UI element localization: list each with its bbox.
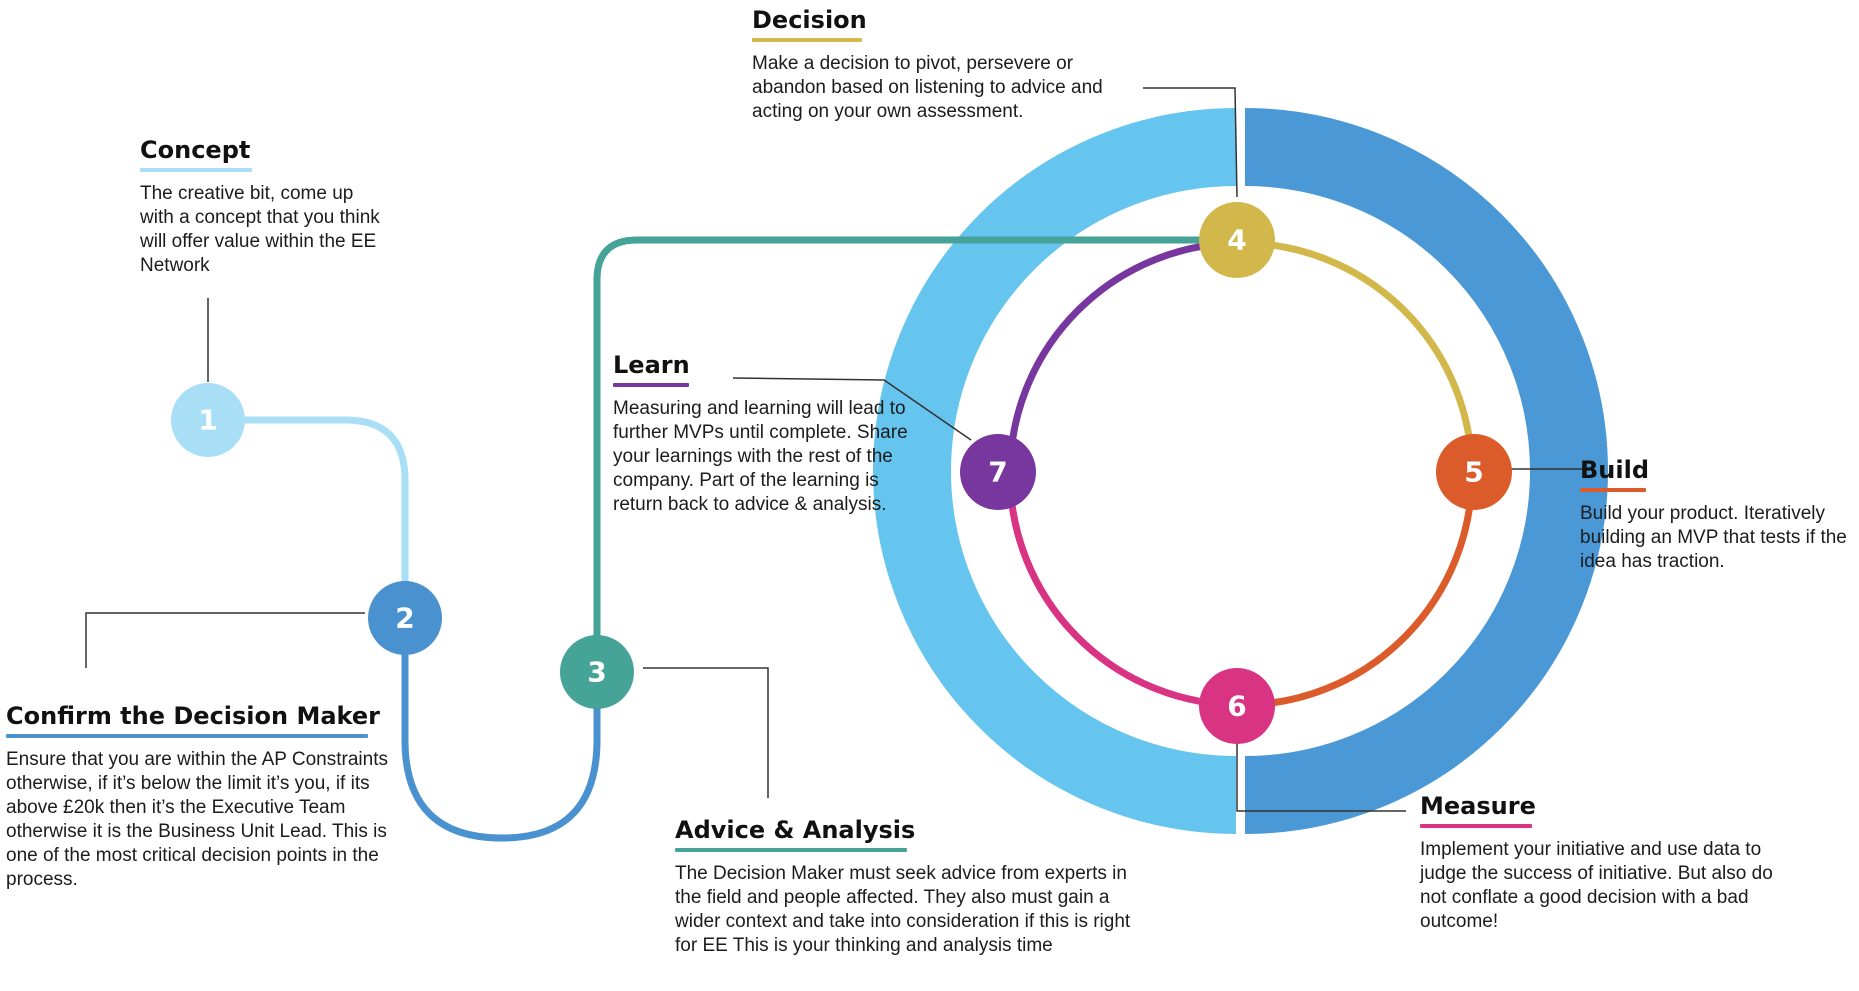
leader-line-confirm-decision-maker (85, 612, 365, 668)
node-step-4: 4 (1199, 202, 1275, 278)
node-step-2: 2 (368, 581, 442, 655)
connector-1-to-2 (208, 416, 409, 618)
node-circle (1199, 668, 1275, 744)
node-number: 4 (1227, 224, 1246, 257)
node-number: 1 (198, 404, 217, 437)
title-underline (613, 383, 689, 387)
annotation-measure: Measure Implement your initiative and us… (1420, 792, 1782, 934)
node-circle (560, 635, 634, 709)
outer-ring-right-half (1244, 108, 1608, 834)
leader-lines (85, 87, 1586, 812)
node-number: 7 (988, 456, 1007, 489)
title-underline (675, 848, 907, 852)
node-circle (368, 581, 442, 655)
inner-arc-measure-to-learn (1006, 473, 1242, 709)
title-underline (6, 734, 368, 738)
node-number: 3 (587, 656, 606, 689)
title-underline (1420, 824, 1532, 828)
step-description: Ensure that you are within the AP Constr… (6, 749, 388, 890)
step-title: Confirm the Decision Maker (6, 702, 380, 730)
step-description: The Decision Maker must seek advice from… (675, 863, 1131, 956)
annotation-advice-analysis: Advice & Analysis The Decision Maker mus… (675, 816, 1145, 958)
step-title: Build (1580, 456, 1650, 484)
step-description: The creative bit, come up with a concept… (140, 183, 380, 276)
annotation-confirm-decision-maker: Confirm the Decision Maker Ensure that y… (6, 702, 394, 892)
node-circle (171, 383, 245, 457)
title-underline (1580, 488, 1646, 492)
step-title: Decision (752, 6, 867, 34)
inner-arc-learn-to-decision (1006, 239, 1242, 475)
inner-arc-decision-to-build (1240, 239, 1476, 475)
step-description: Make a decision to pivot, persevere or a… (752, 53, 1103, 122)
step-title: Measure (1420, 792, 1536, 820)
inner-arc-build-to-measure (1240, 473, 1476, 709)
leader-line-advice-analysis (643, 667, 769, 798)
node-step-6: 6 (1199, 668, 1275, 744)
annotation-concept: Concept The creative bit, come up with a… (140, 136, 390, 278)
step-description: Measuring and learning will lead to furt… (613, 398, 908, 515)
node-circle (1199, 202, 1275, 278)
step-description: Build your product. Iteratively building… (1580, 503, 1847, 572)
annotation-decision: Decision Make a decision to pivot, perse… (752, 6, 1152, 124)
title-underline (752, 38, 862, 42)
leader-line-measure (1236, 742, 1406, 812)
node-number: 5 (1464, 456, 1483, 489)
node-step-1: 1 (171, 383, 245, 457)
step-title: Learn (613, 351, 690, 379)
connector-3-to-4 (593, 236, 1241, 672)
connector-2-to-3 (401, 618, 601, 842)
node-circle (1436, 434, 1512, 510)
annotation-build: Build Build your product. Iteratively bu… (1580, 456, 1855, 574)
node-circle (960, 434, 1036, 510)
leader-line-learn (732, 377, 972, 441)
node-number: 2 (395, 602, 414, 635)
node-step-5: 5 (1436, 434, 1512, 510)
node-number: 6 (1227, 690, 1246, 723)
step-title: Advice & Analysis (675, 816, 916, 844)
title-underline (140, 168, 252, 172)
leader-line-decision (1143, 87, 1238, 198)
outer-ring-left-half (873, 108, 1237, 834)
annotation-learn: Learn Measuring and learning will lead t… (613, 351, 913, 517)
step-title: Concept (140, 136, 251, 164)
node-step-3: 3 (560, 635, 634, 709)
node-step-7: 7 (960, 434, 1036, 510)
step-description: Implement your initiative and use data t… (1420, 839, 1773, 932)
